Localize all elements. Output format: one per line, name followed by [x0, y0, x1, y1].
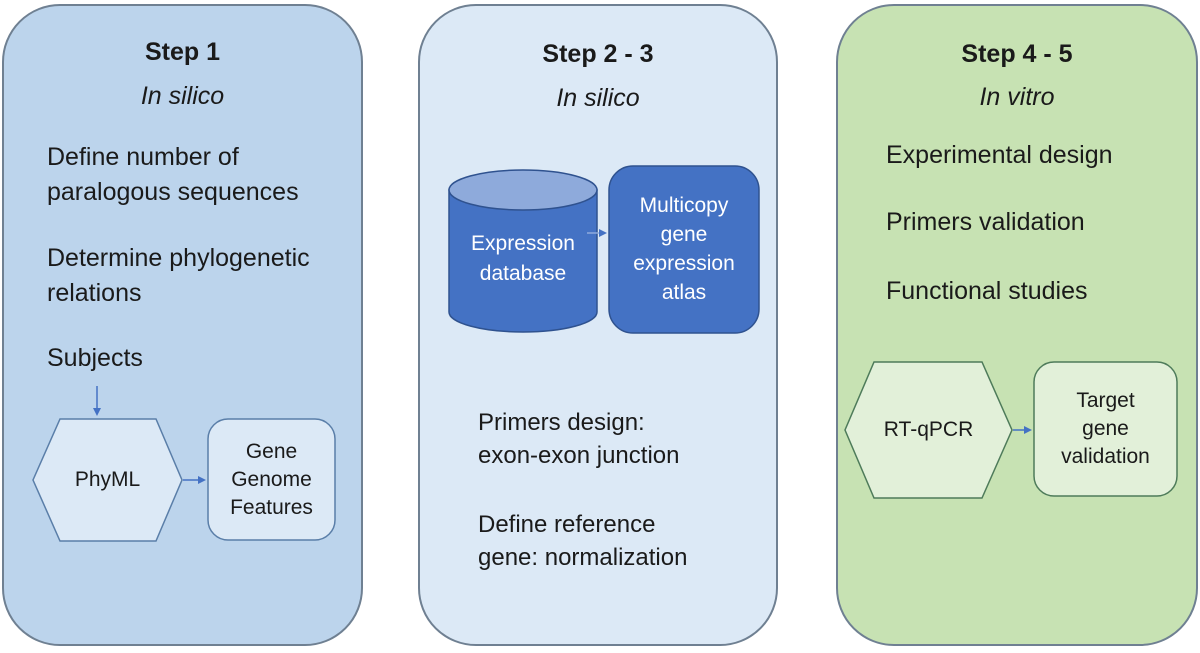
cylinder-line: database — [479, 262, 567, 285]
step1-subtitle: In silico — [140, 82, 225, 110]
item-line: Primers design: — [478, 409, 645, 436]
step4-5-title: Step 4 - 5 — [961, 40, 1073, 68]
atlas-line: gene — [660, 223, 708, 246]
item-line: gene: normalization — [478, 544, 688, 571]
phyml-label: PhyML — [74, 468, 141, 491]
validation-line: gene — [1082, 417, 1129, 440]
target-gene-validation-box — [1033, 361, 1178, 497]
validation-line: validation — [1061, 445, 1150, 468]
step2-3-subtitle: In silico — [556, 84, 640, 112]
multicopy-atlas-box — [608, 165, 760, 334]
gene-genome-features-label: Gene Genome Features — [208, 438, 335, 522]
atlas-line: expression — [633, 252, 735, 275]
step1-item-subjects: Subjects — [47, 344, 143, 372]
step2-item-primers-design: Primers design: exon-exon junction — [478, 406, 679, 472]
box-line: Gene — [245, 440, 298, 463]
item-line: Define reference — [478, 511, 656, 538]
step2-3-title: Step 2 - 3 — [542, 40, 654, 68]
step1-title: Step 1 — [144, 38, 221, 66]
validation-line: Target — [1076, 389, 1135, 412]
rt-qpcr-label: RT-qPCR — [883, 418, 974, 441]
cylinder-line: Expression — [471, 232, 575, 255]
step4-item-experimental-design: Experimental design — [886, 141, 1113, 169]
rt-qpcr-hexagon — [844, 361, 1013, 499]
atlas-line: Multicopy — [639, 194, 729, 217]
step2-item-reference-gene: Define reference gene: normalization — [478, 508, 687, 574]
box-line: Genome — [231, 468, 312, 491]
item-line: exon-exon junction — [478, 442, 680, 469]
box-line: Features — [230, 496, 313, 519]
multicopy-atlas-label: Multicopy gene expression atlas — [609, 191, 759, 307]
gene-genome-features-box — [207, 418, 336, 541]
step4-item-functional-studies: Functional studies — [886, 277, 1088, 305]
expression-database-label: Expression database — [449, 229, 597, 289]
step1-item-phylogenetic: Determine phylogenetic relations — [47, 244, 310, 307]
step4-5-panel — [836, 4, 1198, 646]
step1-item-paralogous: Define number of paralogous sequences — [47, 143, 299, 206]
target-gene-validation-label: Target gene validation — [1034, 387, 1177, 471]
step4-5-subtitle: In vitro — [979, 83, 1055, 111]
phyml-hexagon — [32, 418, 183, 542]
expression-database-cylinder — [448, 169, 598, 333]
atlas-line: atlas — [661, 281, 707, 304]
step4-item-primers-validation: Primers validation — [886, 208, 1085, 236]
